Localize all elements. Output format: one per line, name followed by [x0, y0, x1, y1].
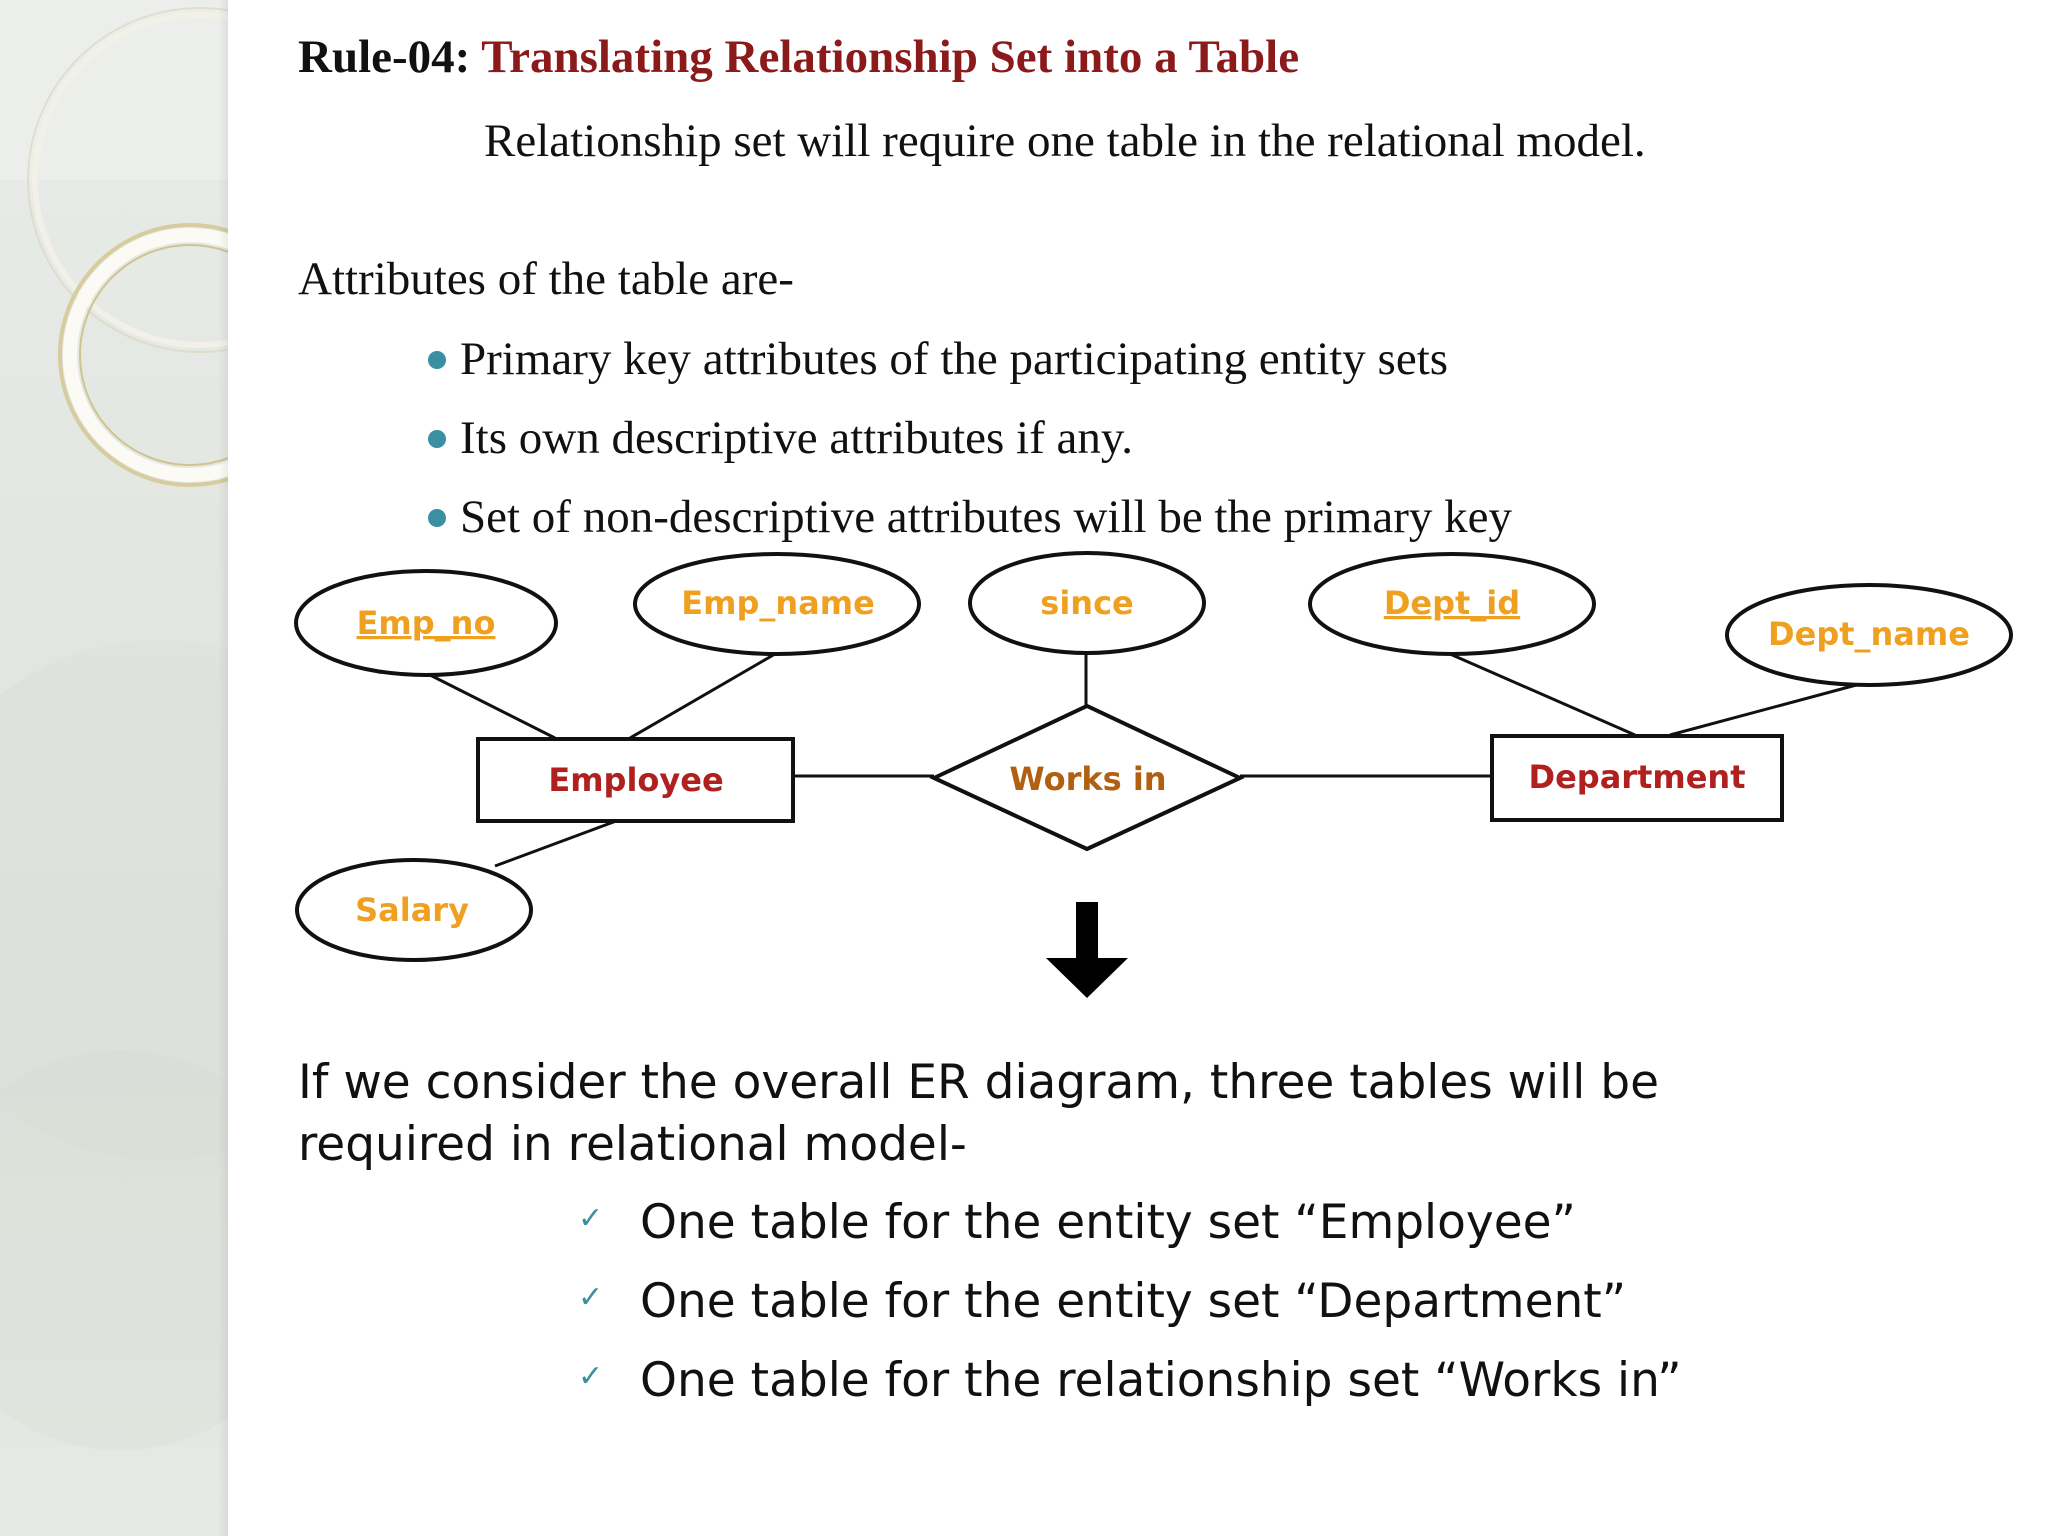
- list-item: ✓ One table for the entity set “Departme…: [578, 1271, 1682, 1350]
- attribute-bullet-list: Primary key attributes of the participat…: [428, 330, 1512, 567]
- overall-er-paragraph: If we consider the overall ER diagram, t…: [298, 1055, 1659, 1172]
- connector-emp-name-employee: [629, 652, 776, 740]
- down-arrow-icon: [1046, 902, 1128, 998]
- check-mark-icon: ✓: [578, 1280, 604, 1315]
- salary-label: Salary: [355, 891, 469, 929]
- tables-check-list: ✓ One table for the entity set “Employee…: [578, 1192, 1682, 1429]
- since-attribute: [968, 551, 1206, 655]
- list-item: Set of non-descriptive attributes will b…: [428, 488, 1512, 567]
- check-mark-icon: ✓: [578, 1359, 604, 1394]
- dept-name-label: Dept_name: [1768, 615, 1970, 653]
- relationship-description: Relationship set will require one table …: [484, 115, 1646, 167]
- employee-label: Employee: [548, 761, 723, 799]
- dept-name-attribute: [1725, 583, 2013, 687]
- dept-id-attribute: [1308, 552, 1596, 656]
- emp-name-label: Emp_name: [681, 584, 875, 622]
- bullet-text: Primary key attributes of the participat…: [460, 333, 1449, 385]
- check-text: One table for the relationship set “Work…: [640, 1353, 1682, 1408]
- works-in-relationship: [929, 703, 1245, 852]
- list-item: ✓ One table for the entity set “Employee…: [578, 1192, 1682, 1271]
- list-item: ✓ One table for the relationship set “Wo…: [578, 1350, 1682, 1429]
- title-prefix: Rule-04:: [298, 31, 471, 83]
- title-main: Translating Relationship Set into a Tabl…: [481, 31, 1300, 83]
- emp-no-attribute: [294, 569, 558, 677]
- emp-no-label: Emp_no: [357, 604, 496, 642]
- bullet-dot-icon: [428, 351, 446, 369]
- since-label: since: [1040, 584, 1133, 622]
- check-text: One table for the entity set “Employee”: [640, 1195, 1576, 1250]
- side-decoration-panel: [0, 0, 228, 1536]
- bullet-text: Set of non-descriptive attributes will b…: [460, 491, 1512, 543]
- check-mark-icon: ✓: [578, 1201, 604, 1236]
- department-entity: [1490, 734, 1784, 822]
- dept-id-label: Dept_id: [1384, 584, 1520, 622]
- salary-attribute: [295, 858, 533, 962]
- employee-entity: [476, 737, 795, 823]
- attributes-intro: Attributes of the table are-: [298, 253, 794, 305]
- connector-dept-name-department: [1669, 682, 1861, 737]
- connector-dept-id-department: [1449, 652, 1636, 737]
- list-item: Primary key attributes of the participat…: [428, 330, 1512, 409]
- works-in-label: Works in: [1009, 760, 1166, 798]
- bullet-dot-icon: [428, 509, 446, 527]
- bullet-dot-icon: [428, 430, 446, 448]
- bullet-text: Its own descriptive attributes if any.: [460, 412, 1134, 464]
- decorative-rings: [0, 0, 228, 1450]
- connector-emp-no-employee: [429, 673, 556, 740]
- slide-title: Rule-04: Translating Relationship Set in…: [298, 30, 1299, 84]
- list-item: Its own descriptive attributes if any.: [428, 409, 1512, 488]
- check-text: One table for the entity set “Department…: [640, 1274, 1627, 1329]
- department-label: Department: [1529, 758, 1746, 796]
- emp-name-attribute: [633, 552, 921, 656]
